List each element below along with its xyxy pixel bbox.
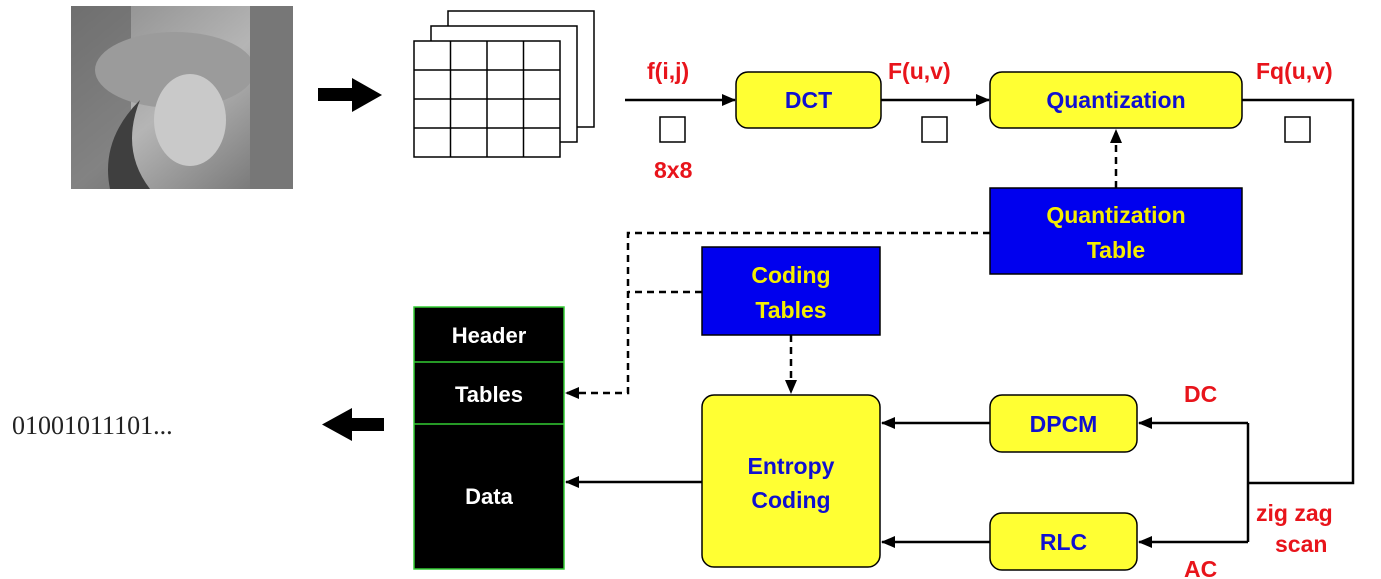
frequency-signal-label: F(u,v) bbox=[888, 58, 951, 84]
bitstream-container bbox=[413, 306, 565, 570]
entropy-label-1: Entropy bbox=[748, 453, 835, 479]
quantization-table-label-1: Quantization bbox=[1046, 202, 1185, 228]
data-segment-label: Data bbox=[465, 484, 513, 509]
block-square-icon bbox=[659, 116, 686, 143]
quantization-label: Quantization bbox=[1046, 87, 1185, 113]
coding-tables-label-2: Tables bbox=[755, 297, 826, 323]
scan-label: scan bbox=[1275, 531, 1327, 557]
dc-label: DC bbox=[1184, 381, 1217, 407]
block-size-label: 8x8 bbox=[654, 157, 693, 183]
quantization-table-label-2: Table bbox=[1087, 237, 1145, 263]
quantized-signal-label: Fq(u,v) bbox=[1256, 58, 1333, 84]
tables-segment-label: Tables bbox=[455, 382, 523, 407]
forward-arrow-icon bbox=[318, 78, 382, 112]
quantization-table-block bbox=[989, 187, 1243, 275]
rlc-label: RLC bbox=[1040, 529, 1087, 555]
bitstream-text: 01001011101... bbox=[12, 411, 173, 440]
entropy-coding-block bbox=[701, 394, 881, 568]
block-square-icon bbox=[1284, 116, 1311, 143]
block-square-icon bbox=[921, 116, 948, 143]
dct-label: DCT bbox=[785, 87, 832, 113]
entropy-label-2: Coding bbox=[751, 487, 830, 513]
block-stack bbox=[413, 10, 595, 158]
zigzag-label: zig zag bbox=[1256, 500, 1333, 526]
dpcm-label: DPCM bbox=[1030, 411, 1098, 437]
coding-tables-label-1: Coding bbox=[751, 262, 830, 288]
spatial-signal-label: f(i,j) bbox=[647, 58, 689, 84]
ac-label: AC bbox=[1184, 556, 1217, 579]
coding-tables-block bbox=[701, 246, 881, 336]
quantization-block bbox=[989, 71, 1243, 129]
source-image bbox=[71, 6, 293, 189]
output-arrow-icon bbox=[322, 408, 384, 441]
header-segment-label: Header bbox=[452, 323, 527, 348]
dct-block bbox=[735, 71, 882, 129]
